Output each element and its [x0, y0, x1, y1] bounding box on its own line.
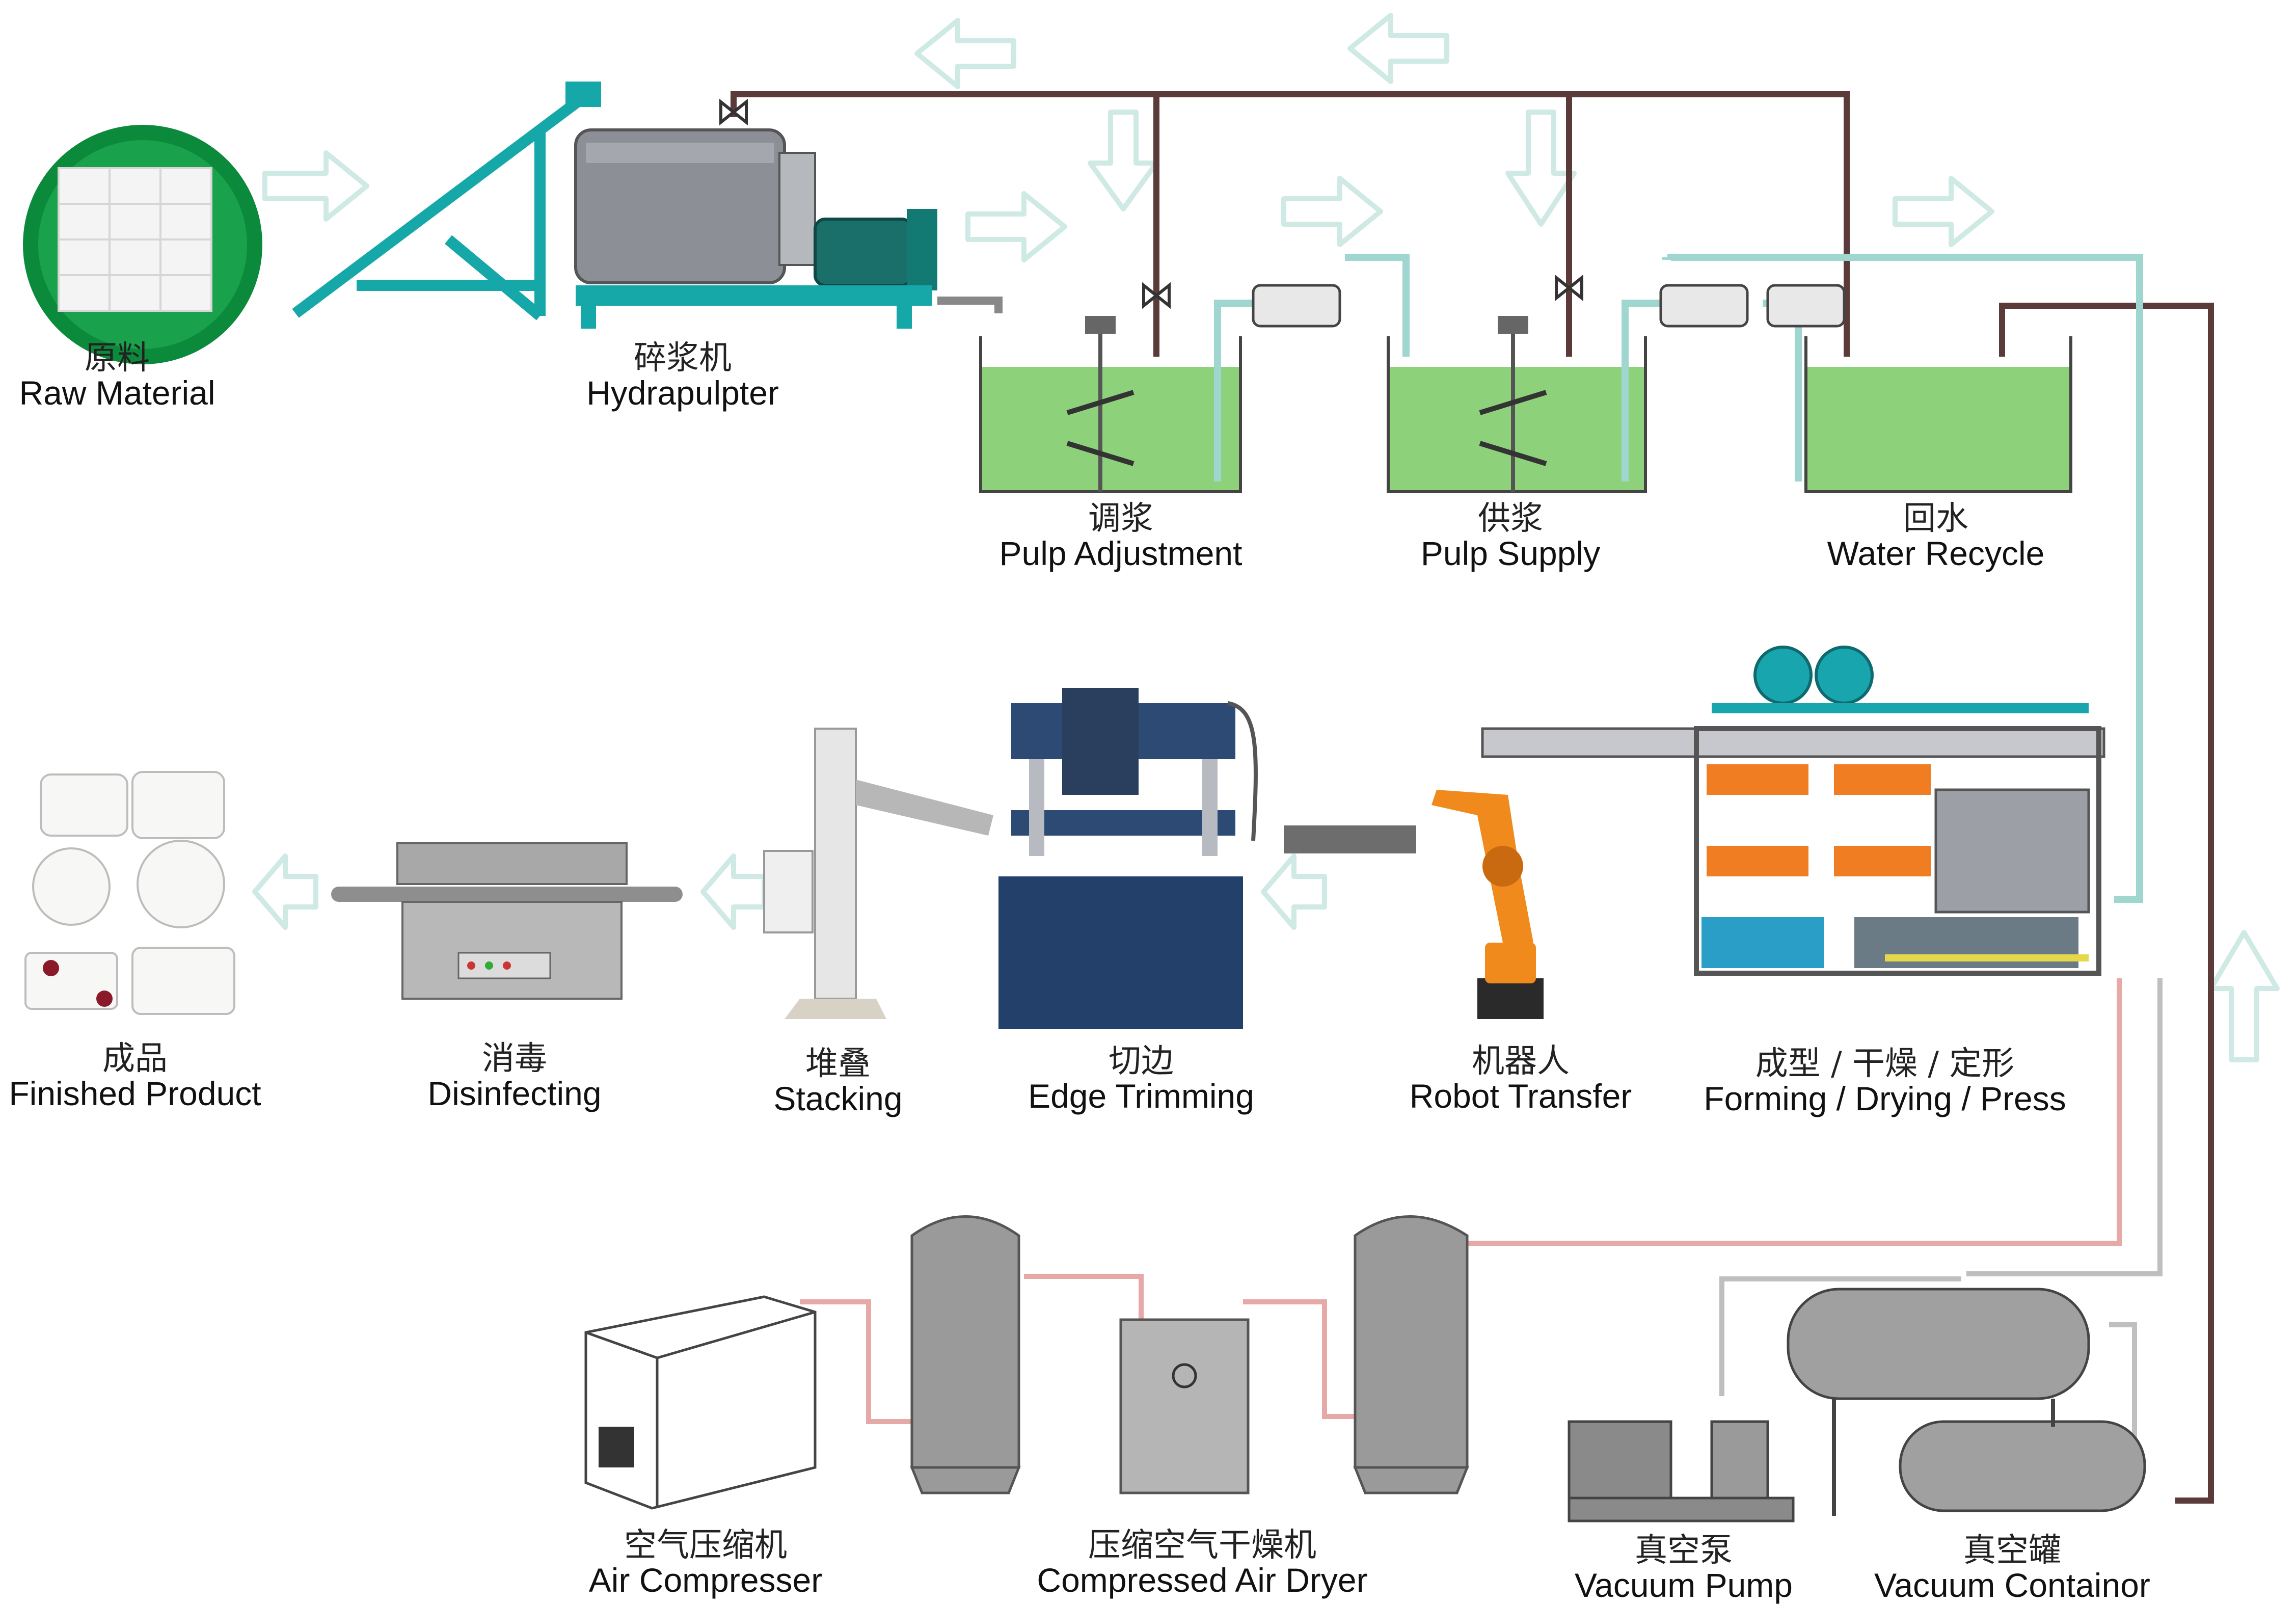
label-vacuum-pump-en: Vacuum Pump — [1575, 1566, 1793, 1604]
pump-icon — [1766, 284, 1846, 328]
label-air-dryer: 压缩空气干燥机 Compressed Air Dryer — [1009, 1527, 1396, 1599]
label-vacuum-container-zh: 真空罐 — [1963, 1532, 2061, 1569]
valve-icon — [1142, 282, 1171, 309]
label-disinfecting: 消毒 Disinfecting — [382, 1040, 647, 1113]
label-hydrapulpter: 碎浆机 Hydrapulpter — [530, 341, 835, 411]
air-pipes — [800, 978, 2122, 1424]
label-robot-transfer-en: Robot Transfer — [1409, 1077, 1632, 1115]
flow-arrow-left — [1261, 853, 1327, 930]
label-finished-product-zh: 成品 — [102, 1040, 168, 1078]
edge-trimming-press — [998, 688, 1258, 1029]
label-robot-transfer: 机器人 Robot Transfer — [1378, 1042, 1663, 1115]
label-stacking-zh: 堆叠 — [805, 1045, 871, 1083]
label-forming-zh: 成型 / 干燥 / 定形 — [1755, 1045, 2015, 1083]
air-compressor-illustration — [584, 1295, 817, 1510]
label-air-dryer-zh: 压缩空气干燥机 — [1088, 1527, 1316, 1564]
label-pulp-supply-zh: 供浆 — [1478, 500, 1543, 538]
label-pulp-adjustment-en: Pulp Adjustment — [999, 534, 1242, 573]
pulp-supply-tank — [1387, 316, 1647, 493]
pulp-transfer-pipes — [1214, 254, 2143, 903]
robot-transfer-illustration — [1284, 790, 1544, 1019]
label-water-recycle: 回水 Water Recycle — [1783, 500, 2089, 573]
label-air-compressor-zh: 空气压缩机 — [624, 1527, 787, 1564]
flow-arrow-right — [262, 150, 369, 222]
label-vacuum-pump: 真空泵 Vacuum Pump — [1541, 1532, 1826, 1604]
label-raw-material-zh: 原料 — [85, 339, 150, 377]
forming-drying-press-machine — [1481, 646, 2105, 976]
label-disinfecting-en: Disinfecting — [427, 1075, 602, 1113]
recycle-water-pipes — [731, 91, 2214, 1504]
flow-arrow-right — [1893, 176, 1994, 247]
label-raw-material: 原料 Raw Material — [0, 341, 255, 411]
finished-product-samples — [24, 771, 235, 1015]
label-hydrapulpter-en: Hydrapulpter — [586, 374, 779, 412]
flow-arrow-down — [1088, 110, 1159, 211]
vacuum-pump-illustration — [1568, 1420, 1795, 1522]
label-stacking-en: Stacking — [773, 1080, 903, 1118]
disinfecting-tunnel — [331, 842, 683, 1000]
flow-arrow-left — [1347, 13, 1449, 84]
label-finished-product-en: Finished Product — [9, 1075, 261, 1113]
flow-arrow-up — [2208, 930, 2280, 1062]
label-forming: 成型 / 干燥 / 定形 Forming / Drying / Press — [1681, 1047, 2089, 1116]
label-air-dryer-en: Compressed Air Dryer — [1037, 1561, 1368, 1599]
pipe-valves — [719, 98, 1583, 309]
vacuum-container-illustration — [1787, 1288, 2146, 1516]
label-water-recycle-zh: 回水 — [1903, 500, 1968, 538]
water-recycle-tank — [1804, 336, 2072, 493]
pulp-adjustment-tank — [979, 316, 1242, 493]
flow-arrow-left — [252, 853, 318, 930]
label-pulp-supply-en: Pulp Supply — [1420, 534, 1601, 573]
label-air-compressor: 空气压缩机 Air Compresser — [563, 1527, 848, 1599]
stacking-machine — [763, 728, 993, 1019]
flow-arrow-right — [1281, 176, 1383, 247]
flow-arrows — [252, 13, 2280, 1062]
label-forming-en: Forming / Drying / Press — [1704, 1080, 2066, 1118]
label-edge-trimming: 切边 Edge Trimming — [988, 1042, 1294, 1115]
raw-material-illustration — [23, 125, 262, 364]
label-finished-product: 成品 Finished Product — [0, 1040, 273, 1113]
label-vacuum-pump-zh: 真空泵 — [1635, 1532, 1733, 1569]
label-stacking: 堆叠 Stacking — [731, 1047, 945, 1116]
hydrapulpter-illustration — [574, 128, 1003, 329]
air-receiver-tank-1 — [910, 1215, 1021, 1494]
flow-arrow-left — [914, 18, 1016, 89]
label-edge-trimming-en: Edge Trimming — [1028, 1077, 1254, 1115]
label-disinfecting-zh: 消毒 — [482, 1040, 547, 1078]
pump-icon — [1659, 284, 1749, 328]
valve-icon — [1555, 274, 1583, 302]
label-hydrapulpter-zh: 碎浆机 — [634, 339, 732, 377]
pump-icon — [1252, 284, 1341, 328]
label-edge-trimming-zh: 切边 — [1109, 1042, 1174, 1080]
valve-icon — [719, 98, 748, 126]
air-receiver-tank-2 — [1353, 1215, 1469, 1494]
label-raw-material-en: Raw Material — [19, 374, 215, 412]
label-vacuum-container: 真空罐 Vacuum Containor — [1859, 1532, 2165, 1604]
label-vacuum-container-en: Vacuum Containor — [1874, 1566, 2150, 1604]
label-pulp-adjustment: 调浆 Pulp Adjustment — [942, 500, 1299, 573]
label-water-recycle-en: Water Recycle — [1827, 534, 2045, 573]
conveyor-illustration — [292, 82, 601, 320]
label-pulp-supply: 供浆 Pulp Supply — [1358, 500, 1663, 573]
flow-arrow-left — [700, 853, 767, 930]
compressed-air-dryer-illustration — [1119, 1318, 1250, 1494]
transfer-pumps — [1252, 284, 1846, 328]
flow-arrow-down — [1505, 110, 1577, 227]
label-robot-transfer-zh: 机器人 — [1472, 1042, 1570, 1080]
flow-arrow-right — [965, 191, 1067, 262]
label-air-compressor-en: Air Compresser — [588, 1561, 823, 1599]
label-pulp-adjustment-zh: 调浆 — [1088, 500, 1153, 538]
